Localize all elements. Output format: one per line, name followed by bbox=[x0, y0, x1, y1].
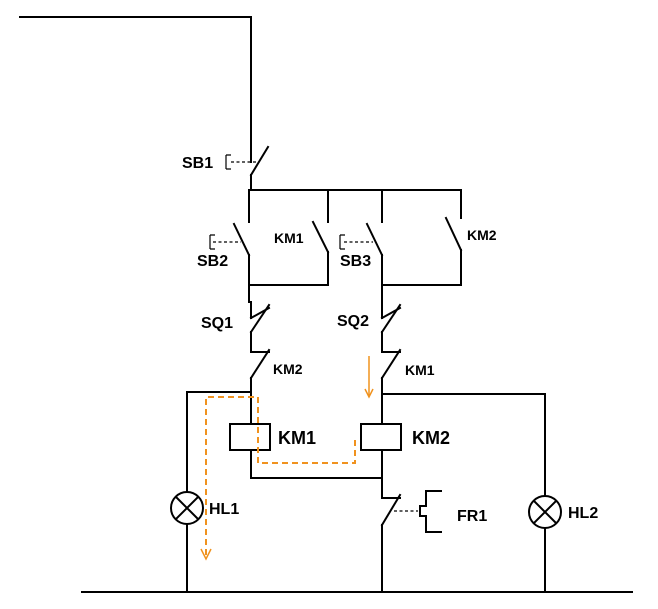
km1-coil-icon bbox=[229, 423, 271, 451]
supply-line bbox=[19, 16, 252, 149]
hl1-label: HL1 bbox=[209, 501, 239, 518]
hl1-branch bbox=[170, 391, 252, 593]
sq1-limit-switch bbox=[249, 301, 271, 353]
sb3-label: SB3 bbox=[340, 253, 371, 270]
current-flow-path bbox=[200, 396, 356, 561]
sb3-start-button bbox=[339, 189, 384, 303]
km1-coil bbox=[229, 391, 271, 479]
hl2-branch bbox=[381, 393, 562, 593]
hl2-label: HL2 bbox=[568, 505, 598, 522]
km1-coil-label: KM1 bbox=[278, 428, 316, 448]
fr1-label: FR1 bbox=[457, 508, 487, 525]
km2-aux-contact bbox=[381, 189, 463, 286]
km1-aux-label: KM1 bbox=[274, 230, 304, 246]
sb1-stop-button bbox=[225, 145, 270, 191]
km2-interlock-label: KM2 bbox=[273, 361, 303, 377]
km2-coil bbox=[360, 423, 402, 479]
current-arrow-icon bbox=[364, 356, 374, 399]
sq1-label: SQ1 bbox=[201, 315, 233, 332]
sb2-label: SB2 bbox=[197, 253, 228, 270]
km2-coil-icon bbox=[360, 423, 402, 451]
sb1-label: SB1 bbox=[182, 155, 213, 172]
km1-aux-contact bbox=[248, 189, 330, 286]
sq2-limit-switch bbox=[380, 301, 402, 353]
km2-aux-label: KM2 bbox=[467, 227, 497, 243]
fr1-thermal-contact bbox=[380, 477, 442, 593]
km1-interlock-label: KM1 bbox=[405, 362, 435, 378]
sq2-label: SQ2 bbox=[337, 313, 369, 330]
km2-coil-label: KM2 bbox=[412, 428, 450, 448]
km2-interlock-contact bbox=[249, 348, 271, 393]
sb2-start-button bbox=[209, 189, 251, 303]
km1-interlock-contact bbox=[380, 348, 402, 425]
